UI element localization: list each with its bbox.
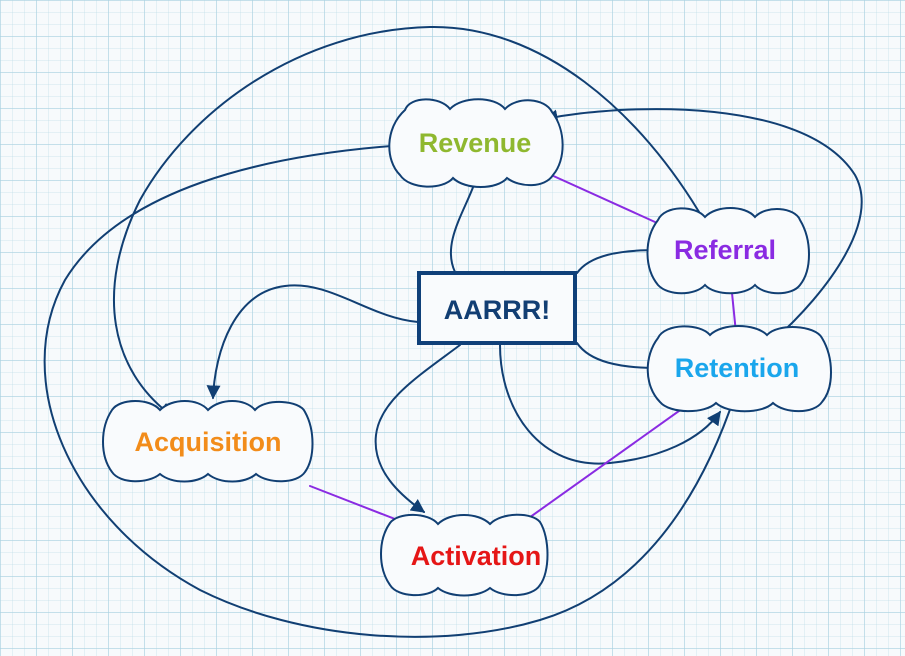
stage-node-activation[interactable]: Activation bbox=[380, 513, 549, 597]
cloud-shape bbox=[646, 207, 810, 295]
cloud-shape bbox=[388, 98, 564, 188]
stage-node-acquisition[interactable]: Acquisition bbox=[102, 400, 314, 483]
stage-label-retention: Retention bbox=[675, 353, 800, 383]
hub-node-aarrr[interactable]: AARRR! bbox=[417, 271, 577, 345]
edge-aarrr-to-retention-soft bbox=[576, 342, 660, 374]
stage-node-retention[interactable]: Retention bbox=[646, 325, 832, 413]
edge-referral-to-acquisition bbox=[113, 25, 706, 417]
stage-node-referral[interactable]: Referral bbox=[646, 207, 810, 295]
edge-revenue-to-retention bbox=[43, 144, 738, 638]
stage-label-revenue: Revenue bbox=[419, 128, 532, 158]
stage-label-acquisition: Acquisition bbox=[135, 427, 282, 457]
edge-aarrr-to-activation bbox=[374, 344, 461, 513]
edge-activation-to-retention bbox=[511, 395, 702, 531]
cloud-shape bbox=[102, 400, 314, 483]
stage-label-referral: Referral bbox=[674, 235, 776, 265]
cloud-shape bbox=[380, 513, 549, 597]
hub-label: AARRR! bbox=[444, 295, 550, 325]
edge-retention-to-revenue bbox=[543, 108, 863, 343]
cloud-shape bbox=[646, 325, 832, 413]
edge-aarrr-to-acquisition bbox=[206, 284, 419, 400]
edge-aarrr-to-referral bbox=[576, 244, 660, 274]
stage-label-activation: Activation bbox=[411, 541, 542, 571]
edge-referral-to-revenue bbox=[536, 167, 656, 223]
hub-box bbox=[417, 271, 577, 345]
edge-aarrr-to-retention bbox=[499, 344, 721, 465]
stage-node-revenue[interactable]: Revenue bbox=[388, 98, 564, 188]
